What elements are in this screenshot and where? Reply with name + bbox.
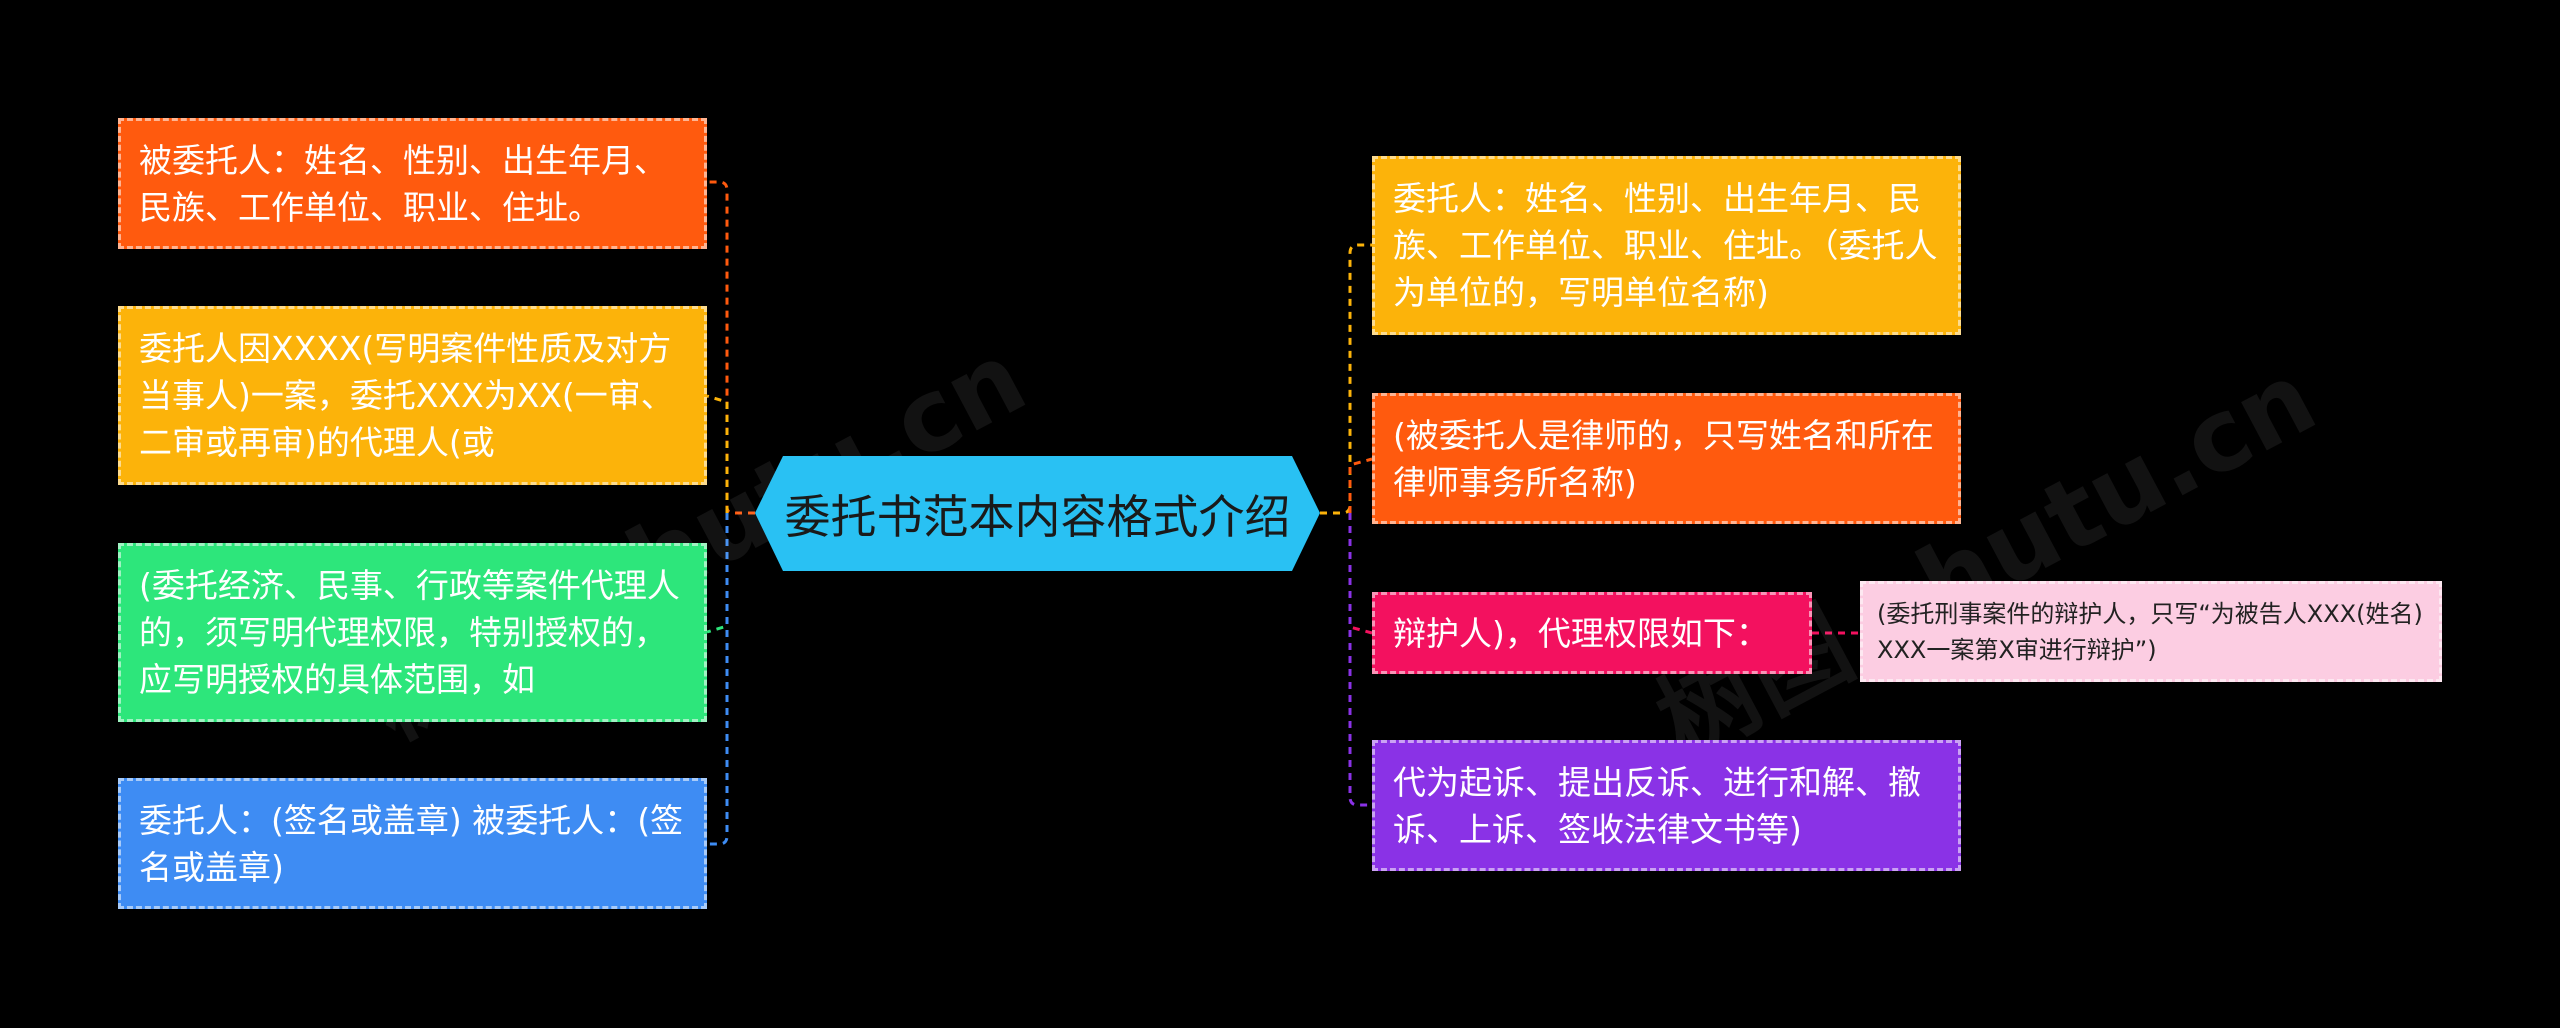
connector-right-1 xyxy=(1320,243,1372,515)
topic-right-2-label: (被委托人是律师的，只写姓名和所在律师事务所名称) xyxy=(1393,415,1934,502)
topic-left-1-label: 被委托人：姓名、性别、出生年月、民族、工作单位、职业、住址。 xyxy=(139,140,667,227)
connector-left-2 xyxy=(706,394,729,513)
topic-right-4-label: 代为起诉、提出反诉、进行和解、撤诉、上诉、签收法律文书等) xyxy=(1393,762,1921,849)
topic-left-1[interactable]: 被委托人：姓名、性别、出生年月、民族、工作单位、职业、住址。 xyxy=(118,118,707,249)
topic-left-2[interactable]: 委托人因XXXX(写明案件性质及对方当事人)一案，委托XXX为XX(一审、二审或… xyxy=(118,306,707,485)
topic-left-2-label: 委托人因XXXX(写明案件性质及对方当事人)一案，委托XXX为XX(一审、二审或… xyxy=(139,329,674,462)
topic-left-4-label: 委托人：(签名或盖章) 被委托人：(签名或盖章) xyxy=(139,800,684,887)
connector-left-4 xyxy=(707,513,729,846)
topic-left-3[interactable]: (委托经济、民事、行政等案件代理人的，须写明代理权限，特别授权的，应写明授权的具… xyxy=(118,543,707,722)
subtopic-defender-label: (委托刑事案件的辩护人，只写“为被告人XXX(姓名)XXX一案第X审进行辩护”) xyxy=(1877,599,2423,664)
subtopic-defender[interactable]: (委托刑事案件的辩护人，只写“为被告人XXX(姓名)XXX一案第X审进行辩护”) xyxy=(1860,581,2442,682)
topic-left-3-label: (委托经济、民事、行政等案件代理人的，须写明代理权限，特别授权的，应写明授权的具… xyxy=(139,566,680,699)
connector-right-3 xyxy=(1348,513,1373,635)
topic-left-4[interactable]: 委托人：(签名或盖章) 被委托人：(签名或盖章) xyxy=(118,778,707,909)
topic-right-3[interactable]: 辩护人)，代理权限如下： xyxy=(1372,592,1812,674)
topic-right-2[interactable]: (被委托人是律师的，只写姓名和所在律师事务所名称) xyxy=(1372,393,1961,524)
connector-left-3 xyxy=(706,513,729,634)
topic-right-1-label: 委托人：姓名、性别、出生年月、民族、工作单位、职业、住址。（委托人为单位的，写明… xyxy=(1393,179,1938,312)
connector-right-2 xyxy=(1348,457,1373,513)
topic-right-4[interactable]: 代为起诉、提出反诉、进行和解、撤诉、上诉、签收法律文书等) xyxy=(1372,740,1961,871)
topic-right-1[interactable]: 委托人：姓名、性别、出生年月、民族、工作单位、职业、住址。（委托人为单位的，写明… xyxy=(1372,156,1961,335)
connector-left-1 xyxy=(707,180,755,515)
connector-right-4 xyxy=(1348,513,1372,807)
central-topic[interactable]: 委托书范本内容格式介绍 xyxy=(755,456,1320,571)
central-topic-label: 委托书范本内容格式介绍 xyxy=(784,489,1291,544)
topic-right-3-label: 辩护人)，代理权限如下： xyxy=(1393,613,1769,653)
